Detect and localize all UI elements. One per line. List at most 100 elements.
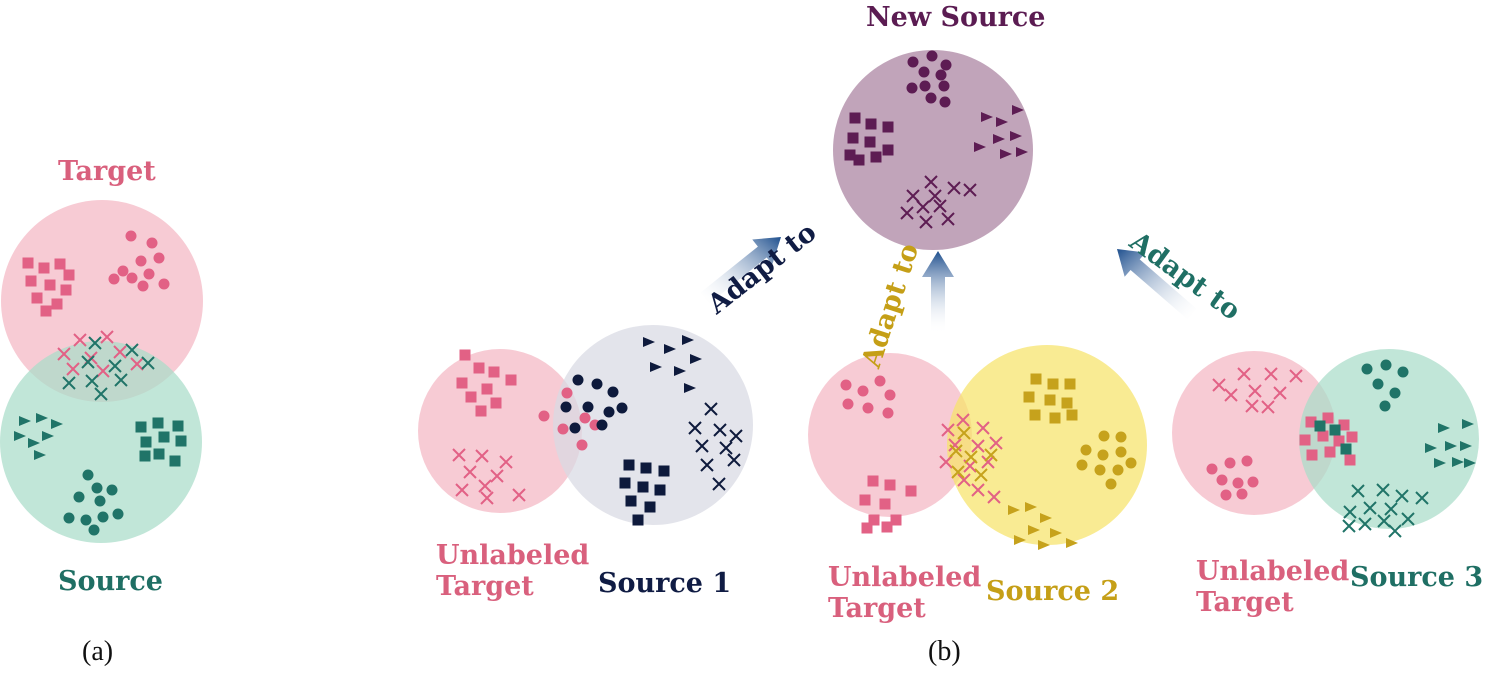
dot-marker bbox=[1232, 477, 1244, 489]
dot-marker bbox=[591, 378, 603, 390]
dot-marker bbox=[842, 398, 854, 410]
adapt-arrow-3 bbox=[1117, 249, 1197, 320]
cross-marker bbox=[989, 436, 1003, 450]
dot-marker bbox=[91, 482, 103, 494]
cross-marker bbox=[963, 183, 977, 197]
square-marker bbox=[658, 465, 670, 477]
new-source-circle bbox=[833, 50, 1033, 250]
cross-marker bbox=[1212, 378, 1226, 392]
cross-marker bbox=[452, 448, 466, 462]
cross-marker bbox=[1388, 524, 1402, 538]
cross-marker bbox=[141, 356, 155, 370]
cross-marker bbox=[976, 421, 990, 435]
cross-marker bbox=[66, 362, 80, 376]
source-domain-circle bbox=[0, 341, 202, 543]
triangle-marker bbox=[674, 366, 686, 376]
dot-marker bbox=[857, 385, 869, 397]
triangle-marker bbox=[1066, 538, 1078, 548]
triangle-marker bbox=[684, 383, 696, 393]
cross-marker bbox=[941, 212, 955, 226]
square-marker bbox=[60, 284, 72, 296]
square-marker bbox=[1305, 416, 1317, 428]
cross-marker bbox=[939, 455, 953, 469]
square-marker bbox=[640, 462, 652, 474]
triangle-marker bbox=[51, 419, 63, 429]
square-marker bbox=[1049, 412, 1061, 424]
square-marker bbox=[140, 436, 152, 448]
triangle-marker bbox=[34, 450, 46, 460]
cross-marker bbox=[1384, 502, 1398, 516]
dot-marker bbox=[560, 401, 572, 413]
cross-marker bbox=[974, 468, 988, 482]
dot-marker bbox=[596, 419, 608, 431]
triangle-marker bbox=[1014, 535, 1026, 545]
dot-marker bbox=[106, 484, 118, 496]
cross-marker bbox=[1351, 484, 1365, 498]
square-marker bbox=[865, 118, 877, 130]
cross-marker bbox=[57, 347, 71, 361]
square-marker bbox=[1047, 378, 1059, 390]
triangle-marker bbox=[1008, 505, 1020, 515]
square-marker bbox=[158, 431, 170, 443]
dot-marker bbox=[1216, 474, 1228, 486]
triangle-marker bbox=[664, 344, 676, 354]
cross-marker bbox=[987, 490, 1001, 504]
cross-marker bbox=[1376, 483, 1390, 497]
square-marker bbox=[1322, 412, 1334, 424]
dot-marker bbox=[1097, 449, 1109, 461]
target-label: Target bbox=[58, 156, 156, 187]
dot-marker bbox=[1224, 457, 1236, 469]
dot-marker bbox=[579, 412, 591, 424]
unlabeled-target-label-3: Unlabeled Target bbox=[1196, 556, 1350, 618]
square-marker bbox=[1329, 424, 1341, 436]
cross-marker bbox=[924, 175, 938, 189]
cross-marker bbox=[1261, 400, 1275, 414]
square-marker bbox=[619, 477, 631, 489]
square-marker bbox=[169, 455, 181, 467]
square-marker bbox=[1333, 435, 1345, 447]
square-marker bbox=[40, 305, 52, 317]
cross-marker bbox=[62, 376, 76, 390]
dot-marker bbox=[569, 422, 581, 434]
square-marker bbox=[637, 481, 649, 493]
cross-marker bbox=[916, 200, 930, 214]
square-marker bbox=[1044, 394, 1056, 406]
square-marker bbox=[1324, 446, 1336, 458]
dot-marker bbox=[1361, 363, 1373, 375]
triangle-marker bbox=[1038, 540, 1050, 550]
dot-marker bbox=[557, 423, 569, 435]
cross-marker bbox=[704, 402, 718, 416]
square-marker bbox=[153, 448, 165, 460]
square-marker bbox=[867, 475, 879, 487]
dot-marker bbox=[126, 272, 138, 284]
unlabeled-target-label-2: Unlabeled Target bbox=[828, 562, 982, 624]
dot-marker bbox=[73, 491, 85, 503]
square-marker bbox=[51, 298, 63, 310]
square-marker bbox=[1338, 419, 1350, 431]
cross-marker bbox=[108, 359, 122, 373]
square-marker bbox=[152, 417, 164, 429]
adapt-arrow-1 bbox=[700, 237, 781, 304]
square-marker bbox=[1344, 454, 1356, 466]
dot-marker bbox=[874, 375, 886, 387]
square-marker bbox=[490, 397, 502, 409]
cross-marker bbox=[964, 450, 978, 464]
dot-marker bbox=[926, 50, 938, 62]
cross-marker bbox=[1377, 514, 1391, 528]
cross-marker bbox=[700, 458, 714, 472]
cross-marker bbox=[956, 413, 970, 427]
source-2-label: Source 2 bbox=[986, 576, 1120, 607]
square-marker bbox=[488, 366, 500, 378]
unlabeled-target-2-circle bbox=[808, 353, 972, 517]
square-marker bbox=[1340, 443, 1352, 455]
square-marker bbox=[879, 498, 891, 510]
dot-marker bbox=[1115, 431, 1127, 443]
source-3-circle bbox=[1299, 349, 1479, 529]
dot-marker bbox=[1098, 430, 1110, 442]
cross-marker bbox=[1245, 399, 1259, 413]
square-marker bbox=[465, 391, 477, 403]
cross-marker bbox=[951, 465, 965, 479]
square-marker bbox=[868, 514, 880, 526]
dot-marker bbox=[1380, 359, 1392, 371]
